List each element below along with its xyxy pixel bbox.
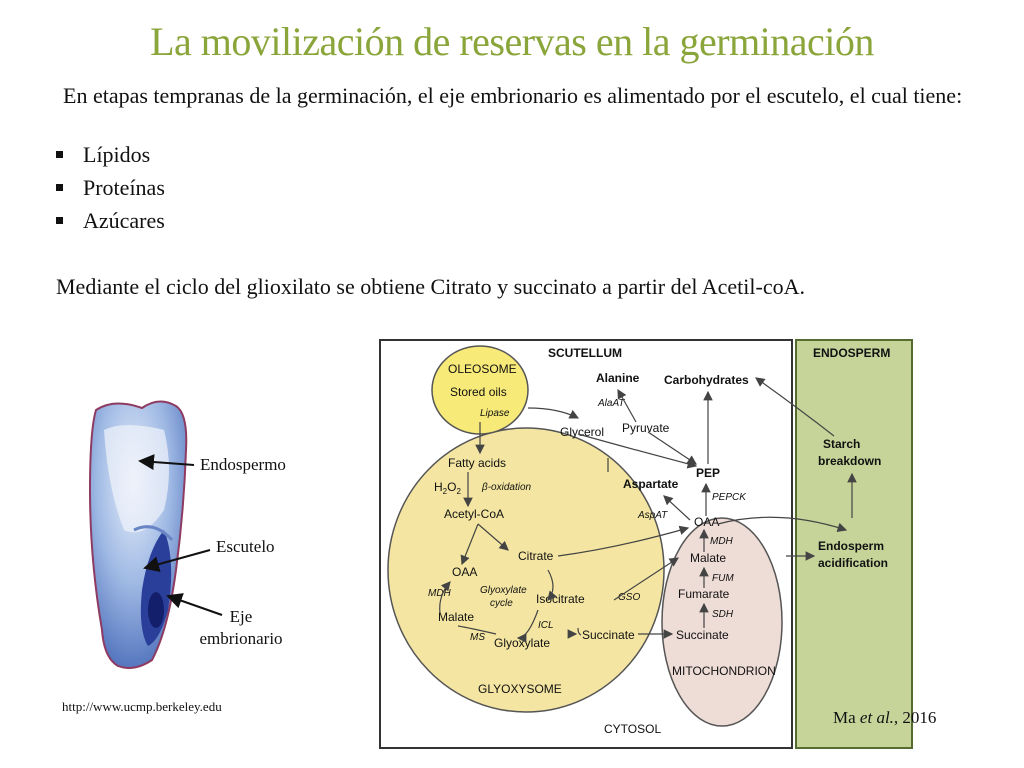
beta-oxidation-label: β-oxidation bbox=[481, 482, 532, 493]
gso-enzyme: GSO bbox=[618, 592, 640, 603]
lipase-enzyme: Lipase bbox=[480, 408, 510, 419]
scutellum-label: Escutelo bbox=[216, 537, 275, 556]
succinate-cytosol-node: Succinate bbox=[582, 628, 635, 642]
aspartate-node: Aspartate bbox=[623, 477, 679, 491]
isocitrate-node: Isocitrate bbox=[536, 592, 585, 606]
starch-node-line1: Starch bbox=[823, 437, 860, 451]
glyoxysome-region bbox=[387, 427, 665, 713]
mdh-glyoxysome-enzyme: MDH bbox=[428, 588, 452, 599]
fumarate-node: Fumarate bbox=[678, 587, 730, 601]
intro-text: En etapas tempranas de la germinación, e… bbox=[63, 83, 963, 108]
endosperm-acidification-line2: acidification bbox=[818, 556, 888, 570]
endosperm-title: ENDOSPERM bbox=[813, 346, 890, 360]
square-bullet-icon bbox=[56, 151, 63, 159]
h2o2-node: H2O2 bbox=[434, 480, 461, 496]
image-source-credit: http://www.ucmp.berkeley.edu bbox=[62, 699, 222, 714]
metabolic-diagram: SCUTELLUM ENDOSPERM OLEOSOME GLYOXYSOME … bbox=[379, 339, 913, 749]
endosperm-acidification-line1: Endosperm bbox=[818, 539, 884, 553]
axis-label-line1: Eje bbox=[229, 607, 253, 626]
malate-mitochondrion-node: Malate bbox=[690, 551, 726, 565]
oleosome-title: OLEOSOME bbox=[448, 362, 517, 376]
bullet-item: Azúcares bbox=[56, 208, 165, 241]
endosperm-label: Endospermo bbox=[200, 455, 286, 474]
citation: Ma et al., 2016 bbox=[833, 708, 937, 727]
aspat-enzyme: AspAT bbox=[637, 510, 668, 521]
glyoxylate-cycle-line2: cycle bbox=[490, 598, 513, 609]
endosperm-region bbox=[795, 339, 913, 749]
glycerol-node: Glycerol bbox=[560, 425, 604, 439]
glyoxylate-cycle-line1: Glyoxylate bbox=[480, 585, 527, 596]
bullet-item: Lípidos bbox=[56, 142, 165, 175]
sdh-enzyme: SDH bbox=[712, 609, 734, 620]
bullet-text: Azúcares bbox=[83, 208, 165, 233]
succinate-mitochondrion-node: Succinate bbox=[676, 628, 729, 642]
square-bullet-icon bbox=[56, 217, 63, 225]
embryonic-axis-label: Eje embrionario bbox=[196, 606, 286, 650]
seed-illustration bbox=[88, 400, 188, 669]
citrate-node: Citrate bbox=[518, 549, 554, 563]
pep-node: PEP bbox=[696, 466, 720, 480]
alaat-enzyme: AlaAT bbox=[597, 398, 625, 409]
pyruvate-node: Pyruvate bbox=[622, 421, 670, 435]
cytosol-title: CYTOSOL bbox=[604, 722, 661, 736]
mdh-mitochondrion-enzyme: MDH bbox=[710, 536, 734, 547]
mitochondrion-title: MITOCHONDRION bbox=[672, 664, 776, 678]
bullet-list: Lípidos Proteínas Azúcares bbox=[56, 142, 165, 241]
starch-node-line2: breakdown bbox=[818, 454, 881, 468]
slide-title: La movilización de reservas en la germin… bbox=[150, 19, 874, 64]
oaa-cytosol-node: OAA bbox=[694, 515, 719, 529]
alanine-node: Alanine bbox=[596, 371, 640, 385]
bullet-text: Proteínas bbox=[83, 175, 165, 200]
icl-enzyme: ICL bbox=[538, 620, 554, 631]
square-bullet-icon bbox=[56, 184, 63, 192]
bullet-text: Lípidos bbox=[83, 142, 151, 167]
carbohydrates-node: Carbohydrates bbox=[664, 373, 749, 387]
glyoxylate-paragraph: Mediante el ciclo del glioxilato se obti… bbox=[56, 274, 805, 299]
fum-enzyme: FUM bbox=[712, 573, 734, 584]
malate-glyoxysome-node: Malate bbox=[438, 610, 474, 624]
scutellum-title: SCUTELLUM bbox=[548, 346, 622, 360]
glyoxysome-title: GLYOXYSOME bbox=[478, 682, 562, 696]
acetyl-coa-node: Acetyl-CoA bbox=[444, 507, 504, 521]
pepck-enzyme: PEPCK bbox=[712, 492, 747, 503]
bullet-item: Proteínas bbox=[56, 175, 165, 208]
ms-enzyme: MS bbox=[470, 632, 485, 643]
pathway-arrows bbox=[439, 377, 857, 643]
stored-oils-node: Stored oils bbox=[450, 385, 507, 399]
mitochondrion-region bbox=[661, 517, 783, 727]
fatty-acids-node: Fatty acids bbox=[448, 456, 506, 470]
glyoxylate-node: Glyoxylate bbox=[494, 636, 550, 650]
axis-label-line2: embrionario bbox=[199, 629, 283, 648]
oaa-glyoxysome-node: OAA bbox=[452, 565, 477, 579]
